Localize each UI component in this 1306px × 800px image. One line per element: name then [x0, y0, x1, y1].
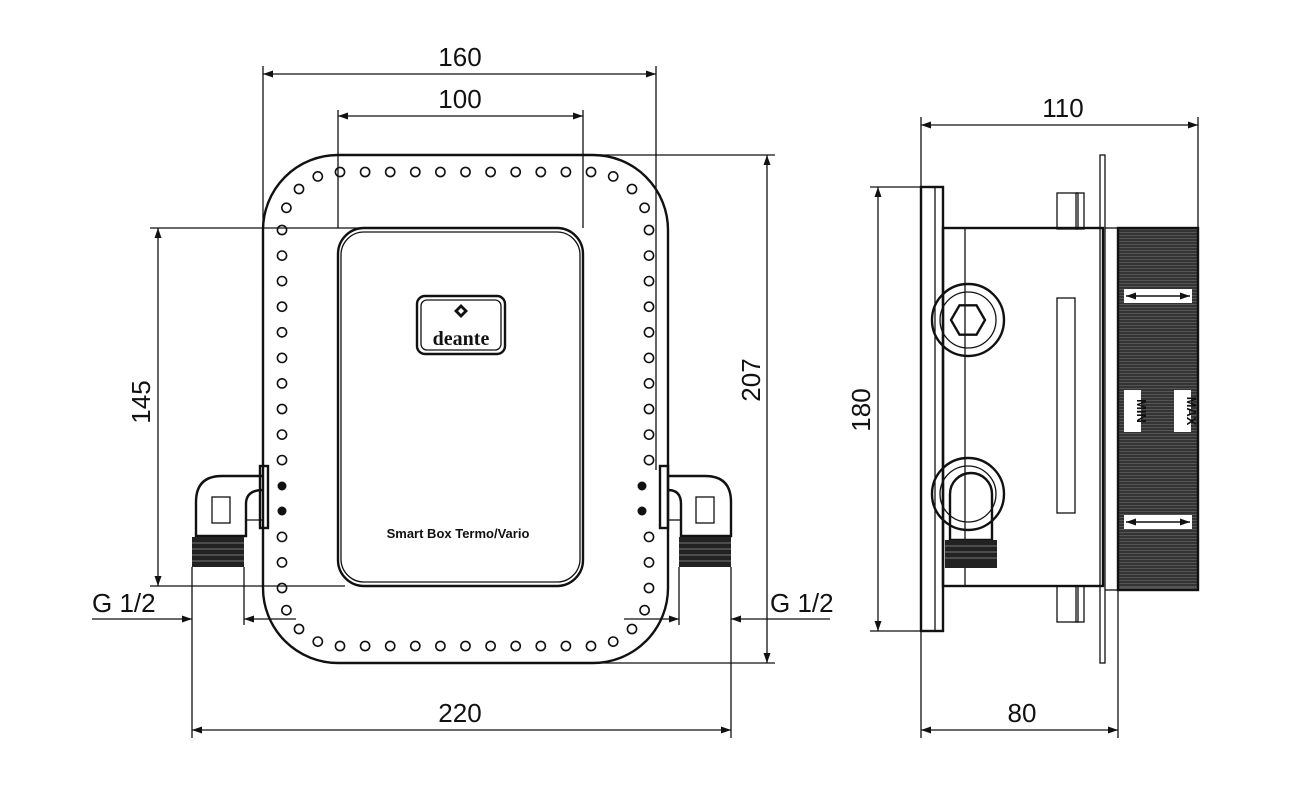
dim-depth-base: 80	[1008, 698, 1037, 728]
mounting-hole	[643, 224, 655, 236]
mounting-hole	[276, 454, 288, 466]
mounting-hole	[434, 640, 446, 652]
mounting-hole	[280, 604, 292, 616]
min-label: MIN	[1134, 399, 1149, 423]
mounting-hole	[409, 640, 421, 652]
mounting-hole	[276, 352, 288, 364]
mounting-hole	[409, 166, 421, 178]
left-connector	[192, 464, 270, 567]
brand-logo: deante	[415, 294, 507, 356]
dim-total-width: 220	[438, 698, 481, 728]
mounting-hole	[535, 640, 547, 652]
right-connector	[658, 464, 733, 567]
mounting-hole	[334, 166, 346, 178]
mounting-hole	[643, 429, 655, 440]
thread-right-label: G 1/2	[770, 588, 834, 618]
dim-total-height: 207	[736, 358, 766, 401]
right-thread	[679, 537, 731, 567]
mounting-hole	[276, 275, 288, 287]
product-label: Smart Box Termo/Vario	[387, 526, 530, 541]
mounting-hole	[276, 326, 288, 338]
mounting-hole	[510, 166, 522, 178]
mounting-hole	[293, 623, 305, 635]
mounting-hole	[639, 202, 650, 214]
front-view: deante Smart Box Termo/Vario	[92, 42, 834, 738]
left-thread	[192, 537, 244, 567]
mounting-hole	[643, 301, 655, 313]
mounting-hole	[535, 166, 547, 178]
mounting-hole	[643, 582, 655, 594]
mounting-hole	[460, 166, 471, 178]
dim-inner-width: 100	[438, 84, 481, 114]
left-pin	[277, 506, 287, 516]
mounting-hole	[485, 166, 496, 178]
outer-frame	[261, 153, 670, 665]
mounting-hole	[626, 623, 638, 635]
mounting-holes	[276, 166, 655, 652]
mounting-hole	[334, 640, 346, 652]
mounting-hole	[280, 202, 292, 214]
mounting-hole	[312, 636, 324, 647]
brand-text: deante	[433, 328, 490, 350]
mounting-hole	[276, 224, 288, 236]
mounting-hole	[585, 640, 597, 652]
dim-inner-height: 145	[126, 380, 156, 423]
mounting-hole	[607, 170, 619, 182]
mounting-plate	[919, 185, 945, 633]
mounting-hole	[384, 640, 396, 652]
mounting-hole	[643, 326, 655, 338]
mounting-hole	[359, 166, 371, 178]
mounting-hole	[639, 604, 650, 616]
mounting-hole	[643, 250, 655, 261]
mounting-hole	[276, 301, 288, 313]
mounting-hole	[643, 352, 655, 364]
left-pin	[277, 481, 287, 491]
mounting-hole	[585, 166, 597, 178]
dim-side-height: 180	[846, 388, 876, 431]
mounting-hole	[276, 403, 288, 415]
mounting-hole	[293, 183, 305, 195]
mounting-hole	[384, 166, 396, 178]
mounting-hole	[276, 377, 288, 389]
mounting-hole	[643, 377, 655, 389]
side-view: MIN MAX 110 180 80	[846, 93, 1200, 738]
mounting-hole	[643, 275, 655, 287]
mounting-hole	[560, 166, 572, 178]
mounting-hole	[276, 557, 288, 568]
mounting-hole	[460, 640, 471, 652]
mounting-hole	[359, 640, 371, 652]
valve-body	[941, 226, 1105, 588]
mounting-hole	[276, 582, 288, 594]
mounting-hole	[643, 557, 655, 568]
mounting-hole	[607, 636, 619, 647]
mounting-hole	[276, 429, 288, 440]
mounting-hole	[643, 454, 655, 466]
dim-outer-width: 160	[438, 42, 481, 72]
mounting-hole	[312, 170, 324, 182]
dim-depth-total: 110	[1042, 93, 1083, 123]
right-pin	[637, 481, 647, 491]
mounting-hole	[643, 531, 655, 543]
thread-left-label: G 1/2	[92, 588, 156, 618]
mounting-hole	[276, 250, 288, 261]
mounting-hole	[560, 640, 572, 652]
mounting-hole	[485, 640, 496, 652]
mounting-hole	[626, 183, 638, 195]
mounting-hole	[434, 166, 446, 178]
right-pin	[637, 506, 647, 516]
faceplate-inner	[340, 231, 581, 583]
max-label: MAX	[1184, 397, 1199, 426]
mounting-hole	[643, 403, 655, 415]
mounting-hole	[276, 531, 288, 543]
mounting-hole	[510, 640, 522, 652]
